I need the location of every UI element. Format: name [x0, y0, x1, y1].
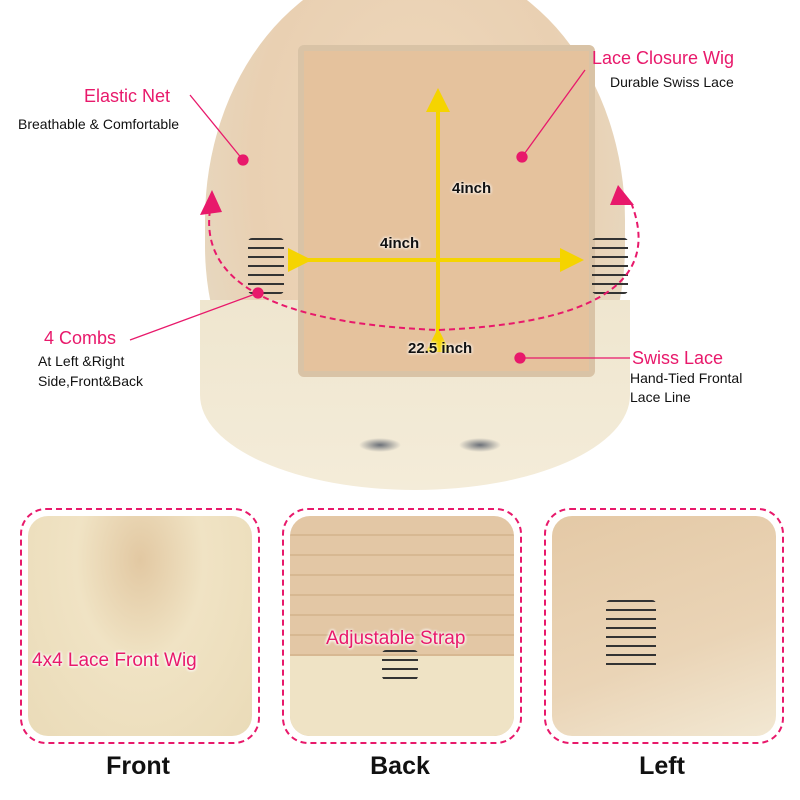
lace-closure-title: Lace Closure Wig	[592, 48, 735, 68]
left-view-panel	[544, 508, 784, 744]
front-label: Front	[106, 752, 170, 780]
circumference-arrow	[208, 199, 640, 332]
swiss-lace-title: Swiss Lace	[632, 348, 724, 368]
comb-left-icon	[248, 238, 284, 294]
combs-subtitle-2: Side,Front&Back	[38, 373, 144, 389]
elastic-net-subtitle: Breathable & Comfortable	[18, 116, 180, 132]
annotation-lines	[129, 69, 640, 364]
vertical-measure: 4inch	[452, 180, 492, 197]
front-view-panel: 4x4 Lace Front Wig	[20, 508, 260, 744]
lace-closure-subtitle: Durable Swiss Lace	[610, 74, 734, 90]
back-label: Back	[370, 752, 430, 780]
combs-subtitle-1: At Left &Right	[38, 353, 125, 369]
circumference-measure: 22.5 inch	[408, 340, 473, 357]
horizontal-measure: 4inch	[380, 235, 420, 252]
front-caption: 4x4 Lace Front Wig	[32, 650, 197, 671]
mannequin-eyes	[330, 420, 530, 470]
elastic-net-title: Elastic Net	[84, 86, 171, 106]
left-label: Left	[639, 752, 685, 780]
comb-right-icon	[592, 238, 628, 294]
back-view-panel: Adjustable Strap	[282, 508, 522, 744]
strap-comb-icon	[382, 650, 418, 680]
combs-title: 4 Combs	[44, 328, 117, 348]
measurement-arrows	[288, 88, 584, 352]
swiss-lace-subtitle-1: Hand-Tied Frontal	[630, 370, 743, 386]
swiss-lace-subtitle-2: Lace Line	[630, 389, 691, 405]
side-comb-icon	[606, 600, 656, 670]
back-caption: Adjustable Strap	[326, 628, 466, 649]
